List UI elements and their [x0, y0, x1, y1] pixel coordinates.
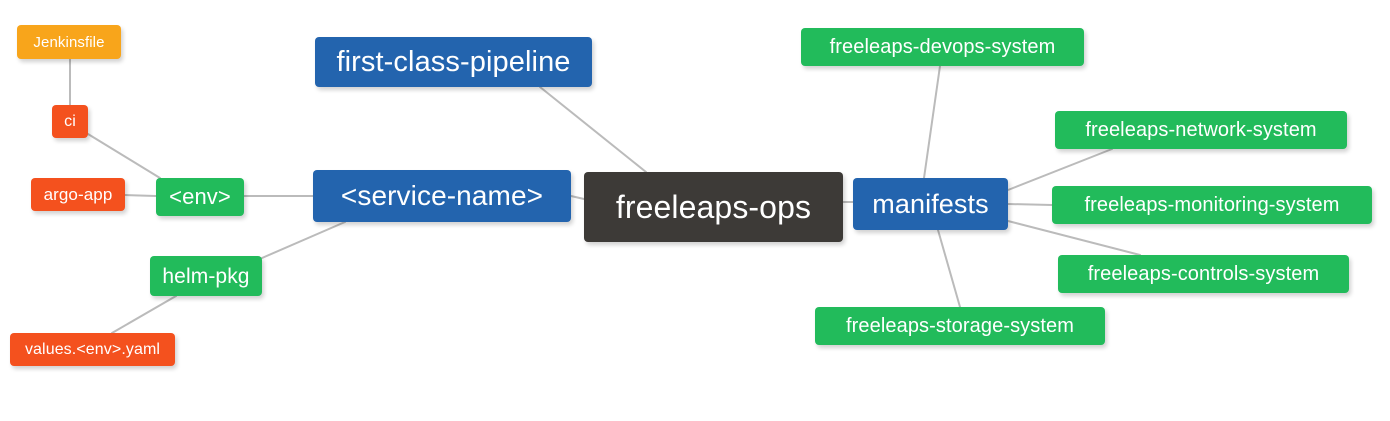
- edge-service-name-to-freeleaps-ops: [570, 195, 585, 200]
- node-storage-system[interactable]: freeleaps-storage-system: [815, 307, 1105, 345]
- node-network-system[interactable]: freeleaps-network-system: [1055, 111, 1347, 149]
- node-service-name[interactable]: <service-name>: [313, 170, 571, 222]
- edge-ci-to-env: [87, 133, 161, 179]
- edge-first-class-pipeline-to-freeleaps-ops: [539, 86, 647, 173]
- edge-manifests-to-devops-system: [923, 65, 941, 179]
- node-first-class-pipeline[interactable]: first-class-pipeline: [315, 37, 592, 87]
- node-helm-pkg[interactable]: helm-pkg: [150, 256, 262, 296]
- edge-manifests-to-monitoring-system: [1007, 203, 1053, 206]
- node-manifests[interactable]: manifests: [853, 178, 1008, 230]
- node-monitoring-system[interactable]: freeleaps-monitoring-system: [1052, 186, 1372, 224]
- node-argo-app[interactable]: argo-app: [31, 178, 125, 211]
- edge-argo-app-to-env: [124, 194, 157, 197]
- node-freeleaps-ops[interactable]: freeleaps-ops: [584, 172, 843, 242]
- node-values-yaml[interactable]: values.<env>.yaml: [10, 333, 175, 366]
- edge-manifests-to-network-system: [1007, 148, 1113, 191]
- node-jenkinsfile[interactable]: Jenkinsfile: [17, 25, 121, 59]
- node-devops-system[interactable]: freeleaps-devops-system: [801, 28, 1084, 66]
- node-ci[interactable]: ci: [52, 105, 88, 138]
- edge-manifests-to-controls-system: [1007, 220, 1141, 256]
- edge-service-name-to-helm-pkg: [261, 221, 346, 259]
- node-env[interactable]: <env>: [156, 178, 244, 216]
- node-controls-system[interactable]: freeleaps-controls-system: [1058, 255, 1349, 293]
- edge-manifests-to-storage-system: [937, 229, 961, 308]
- edge-helm-pkg-to-values-yaml: [111, 295, 177, 334]
